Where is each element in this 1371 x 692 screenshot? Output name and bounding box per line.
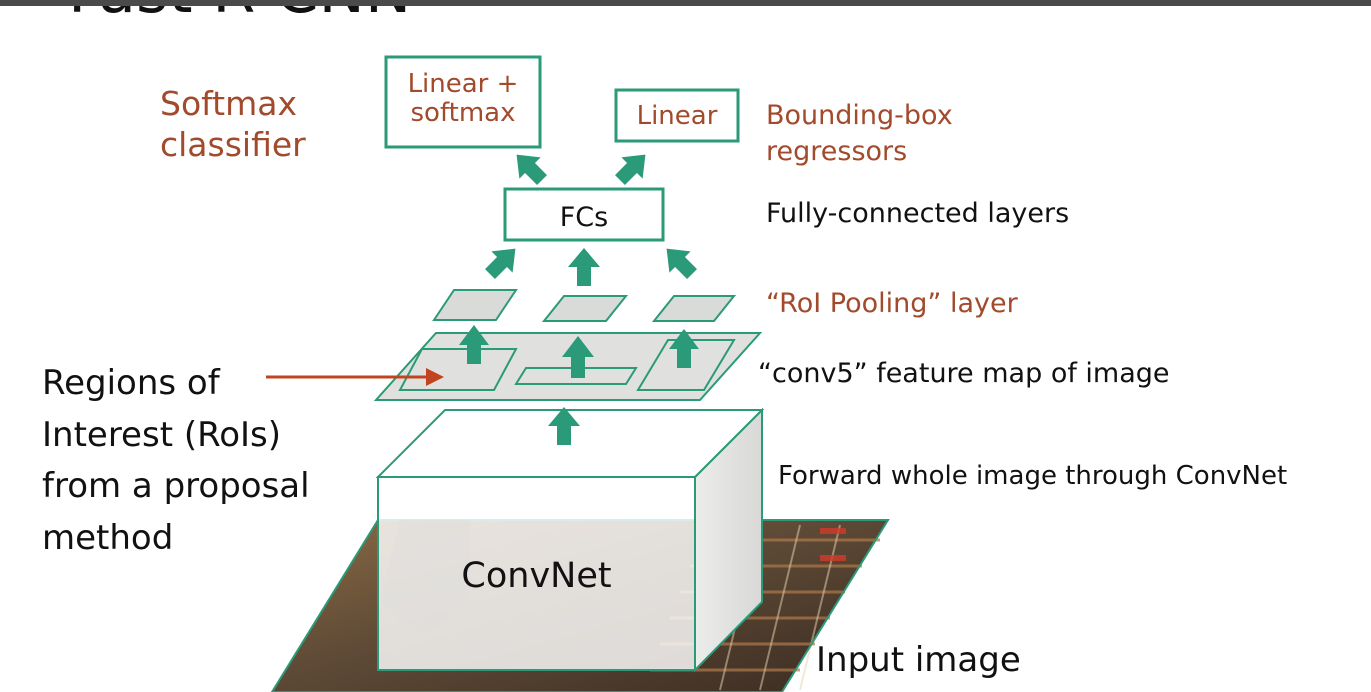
forward-label: Forward whole image through ConvNet xyxy=(778,461,1288,491)
roi-pointer-arrow xyxy=(266,368,444,386)
arrow-fc-to-softmax xyxy=(516,154,547,185)
convnet-label: ConvNet xyxy=(461,556,612,596)
arrow-roi3-up xyxy=(669,329,699,368)
bbox-regressors-label: Bounding-box regressors xyxy=(766,100,953,167)
arrow-pool1-to-fc xyxy=(485,248,516,279)
roi-pooling-label: “RoI Pooling” layer xyxy=(766,288,1018,319)
conv5-label: “conv5” feature map of image xyxy=(758,358,1170,389)
title-divider xyxy=(0,0,1371,6)
arrow-fc-to-linear xyxy=(615,154,646,185)
arrow-roi2-up xyxy=(562,336,594,378)
roi-region-2 xyxy=(514,367,638,385)
roi-region-1 xyxy=(398,348,518,391)
linear-box xyxy=(614,88,740,143)
rois-label: Regions of Interest (RoIs) from a propos… xyxy=(42,363,310,559)
fcs-label: FCs xyxy=(559,202,609,233)
roi-pooled-features xyxy=(432,289,737,322)
arrow-roi1-up xyxy=(459,325,489,364)
conv5-feature-map xyxy=(373,332,763,401)
linear-softmax-label: Linear + softmax xyxy=(407,69,519,129)
input-image-label: Input image xyxy=(816,640,1021,680)
arrow-convnet-to-conv5 xyxy=(548,407,580,445)
softmax-classifier-label: Softmax classifier xyxy=(160,84,306,164)
flow-arrows xyxy=(459,154,699,445)
arrow-pool3-to-fc xyxy=(666,248,697,279)
fcs-box xyxy=(503,187,665,242)
fully-connected-label: Fully-connected layers xyxy=(766,198,1070,229)
linear-softmax-box xyxy=(384,55,542,149)
convnet-block xyxy=(375,407,765,673)
roi-region-3 xyxy=(636,339,736,391)
linear-label: Linear xyxy=(636,101,718,131)
arrow-pool2-to-fc xyxy=(568,248,600,286)
